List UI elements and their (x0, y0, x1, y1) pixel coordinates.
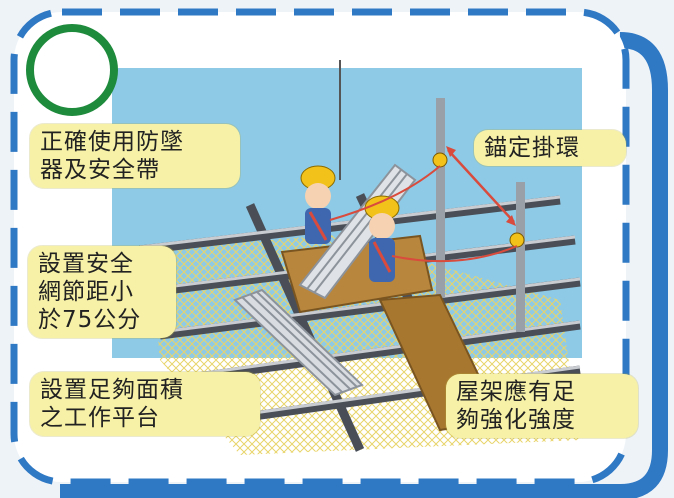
label-safety-net-spacing: 設置安全 網節距小 於75公分 (28, 246, 176, 338)
lanyard-right (391, 245, 518, 263)
lanyard-left (329, 165, 441, 221)
pipe-bundle-lower (233, 288, 364, 397)
label-roof-truss-strength: 屋架應有足 夠強化強度 (446, 374, 638, 438)
worker-left (300, 165, 336, 244)
frame-solid-edge (60, 32, 668, 498)
worker-right (364, 195, 400, 282)
anchor-arrow (446, 146, 516, 226)
label-work-platform: 設置足夠面積 之工作平台 (30, 372, 260, 436)
green-circle-icon (26, 24, 118, 116)
label-anchor-ring: 錨定掛環 (474, 130, 626, 166)
anchor-posts (432, 98, 525, 332)
label-fall-protection-equipment: 正確使用防墜 器及安全帶 (30, 124, 240, 188)
